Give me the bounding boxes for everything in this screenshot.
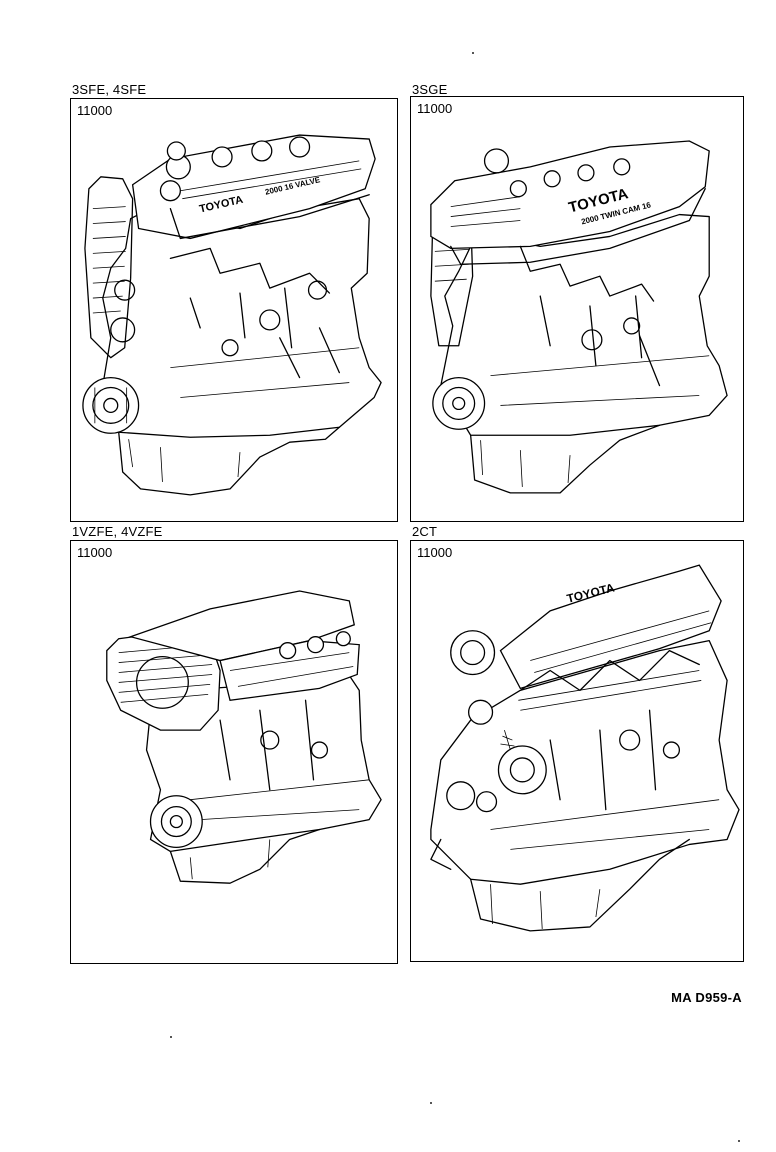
engine-3sge-illustration: TOYOTA 2000 TWIN CAM 16 (430, 140, 728, 494)
scan-speck (170, 1036, 172, 1038)
engine-2ct-illustration: TOYOTA (430, 564, 740, 932)
engine-panel-3sfe: 11000 TOYOTA 2000 16 VALVE (70, 98, 398, 522)
engine-panel-1vzfe: 11000 (70, 540, 398, 964)
scan-speck (472, 52, 474, 54)
part-number-label: 11000 (77, 103, 113, 118)
panel-caption-2ct: 2CT (412, 524, 438, 539)
scan-speck (430, 1102, 432, 1104)
panel-caption-1vzfe: 1VZFE, 4VZFE (72, 524, 163, 539)
panel-caption-3sfe: 3SFE, 4SFE (72, 82, 147, 97)
part-number-label: 11000 (77, 545, 113, 560)
part-number-label: 11000 (417, 545, 453, 560)
panel-caption-3sge: 3SGE (412, 82, 448, 97)
engine-3sfe-illustration: TOYOTA 2000 16 VALVE (82, 134, 382, 496)
engine-1vzfe-illustration (106, 590, 382, 884)
illustration-reference-code: MA D959-A (671, 990, 742, 1005)
part-number-label: 11000 (417, 101, 453, 116)
engine-panel-2ct: 11000 TOYOTA (410, 540, 744, 962)
engine-panel-3sge: 11000 TOYOTA 2000 TWIN CAM 16 (410, 96, 744, 522)
scan-speck (738, 1140, 740, 1142)
